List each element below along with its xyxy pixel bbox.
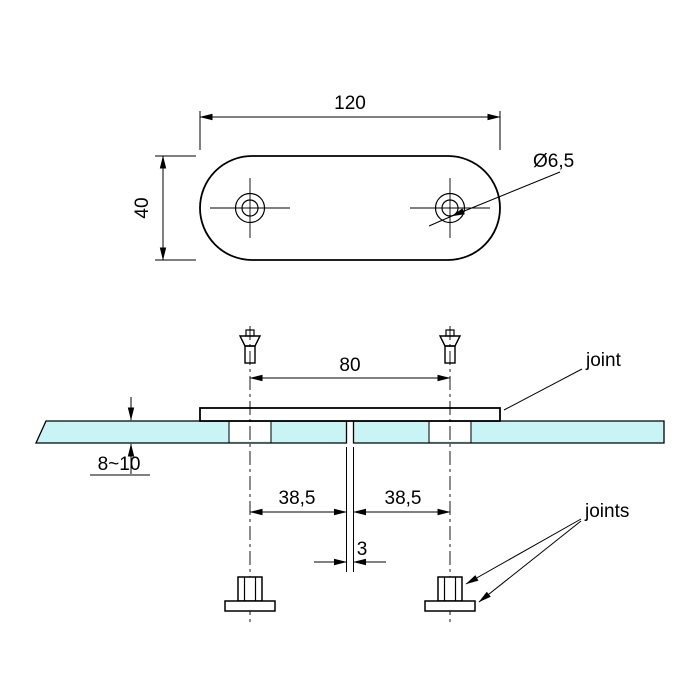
- screw-shank: [244, 345, 256, 364]
- dim-plate-width-value: 120: [334, 93, 366, 114]
- leader-line: [451, 171, 561, 217]
- dim-offset-right: 38,5: [353, 488, 451, 516]
- glass-panel-left: [34, 420, 348, 444]
- leader-line: [465, 518, 582, 585]
- nut-left: [224, 576, 276, 612]
- top-view: 120 40 Ø6,5: [132, 93, 574, 261]
- dim-plate-width: 120: [199, 93, 501, 150]
- label-joint: joint: [503, 350, 622, 411]
- dim-panel-gap-value: 3: [357, 539, 368, 560]
- nut-flange: [424, 600, 476, 612]
- leader-line: [503, 368, 583, 411]
- plate-section: [199, 407, 501, 422]
- dim-glass-thickness-value: 8~10: [98, 454, 141, 475]
- screw-right: [438, 329, 462, 364]
- joints-label: joints: [584, 501, 629, 522]
- hole-left: [210, 178, 290, 238]
- dim-plate-height: 40: [132, 155, 196, 261]
- nut-body: [237, 576, 263, 602]
- dim-offset-right-value: 38,5: [385, 488, 422, 509]
- dim-panel-gap: 3: [314, 539, 386, 566]
- label-joints: joints: [465, 501, 629, 603]
- dim-hole-spacing-value: 80: [339, 355, 360, 376]
- plate-outline: [199, 155, 501, 261]
- dim-plate-height-value: 40: [132, 197, 153, 218]
- section-view: 80 joint 8~10 38,5 38,5: [34, 326, 665, 624]
- nut-right: [424, 576, 476, 612]
- hole-right: [410, 178, 490, 238]
- screw-left: [238, 329, 262, 364]
- dim-glass-thickness: 8~10: [90, 397, 150, 476]
- leader-line: [478, 520, 582, 603]
- leader-line-tail: [428, 215, 453, 227]
- nut-flange: [224, 600, 276, 612]
- dim-hole-spacing: 80: [249, 355, 451, 382]
- nut-body: [437, 576, 463, 602]
- joint-label: joint: [585, 350, 622, 371]
- screw-shank: [444, 345, 456, 364]
- glass-panel-right: [352, 420, 665, 444]
- hole-diameter-value: Ø6,5: [533, 151, 574, 172]
- dim-offset-left: 38,5: [249, 488, 347, 516]
- callout-hole-diameter: Ø6,5: [428, 151, 574, 227]
- dim-offset-left-value: 38,5: [279, 488, 316, 509]
